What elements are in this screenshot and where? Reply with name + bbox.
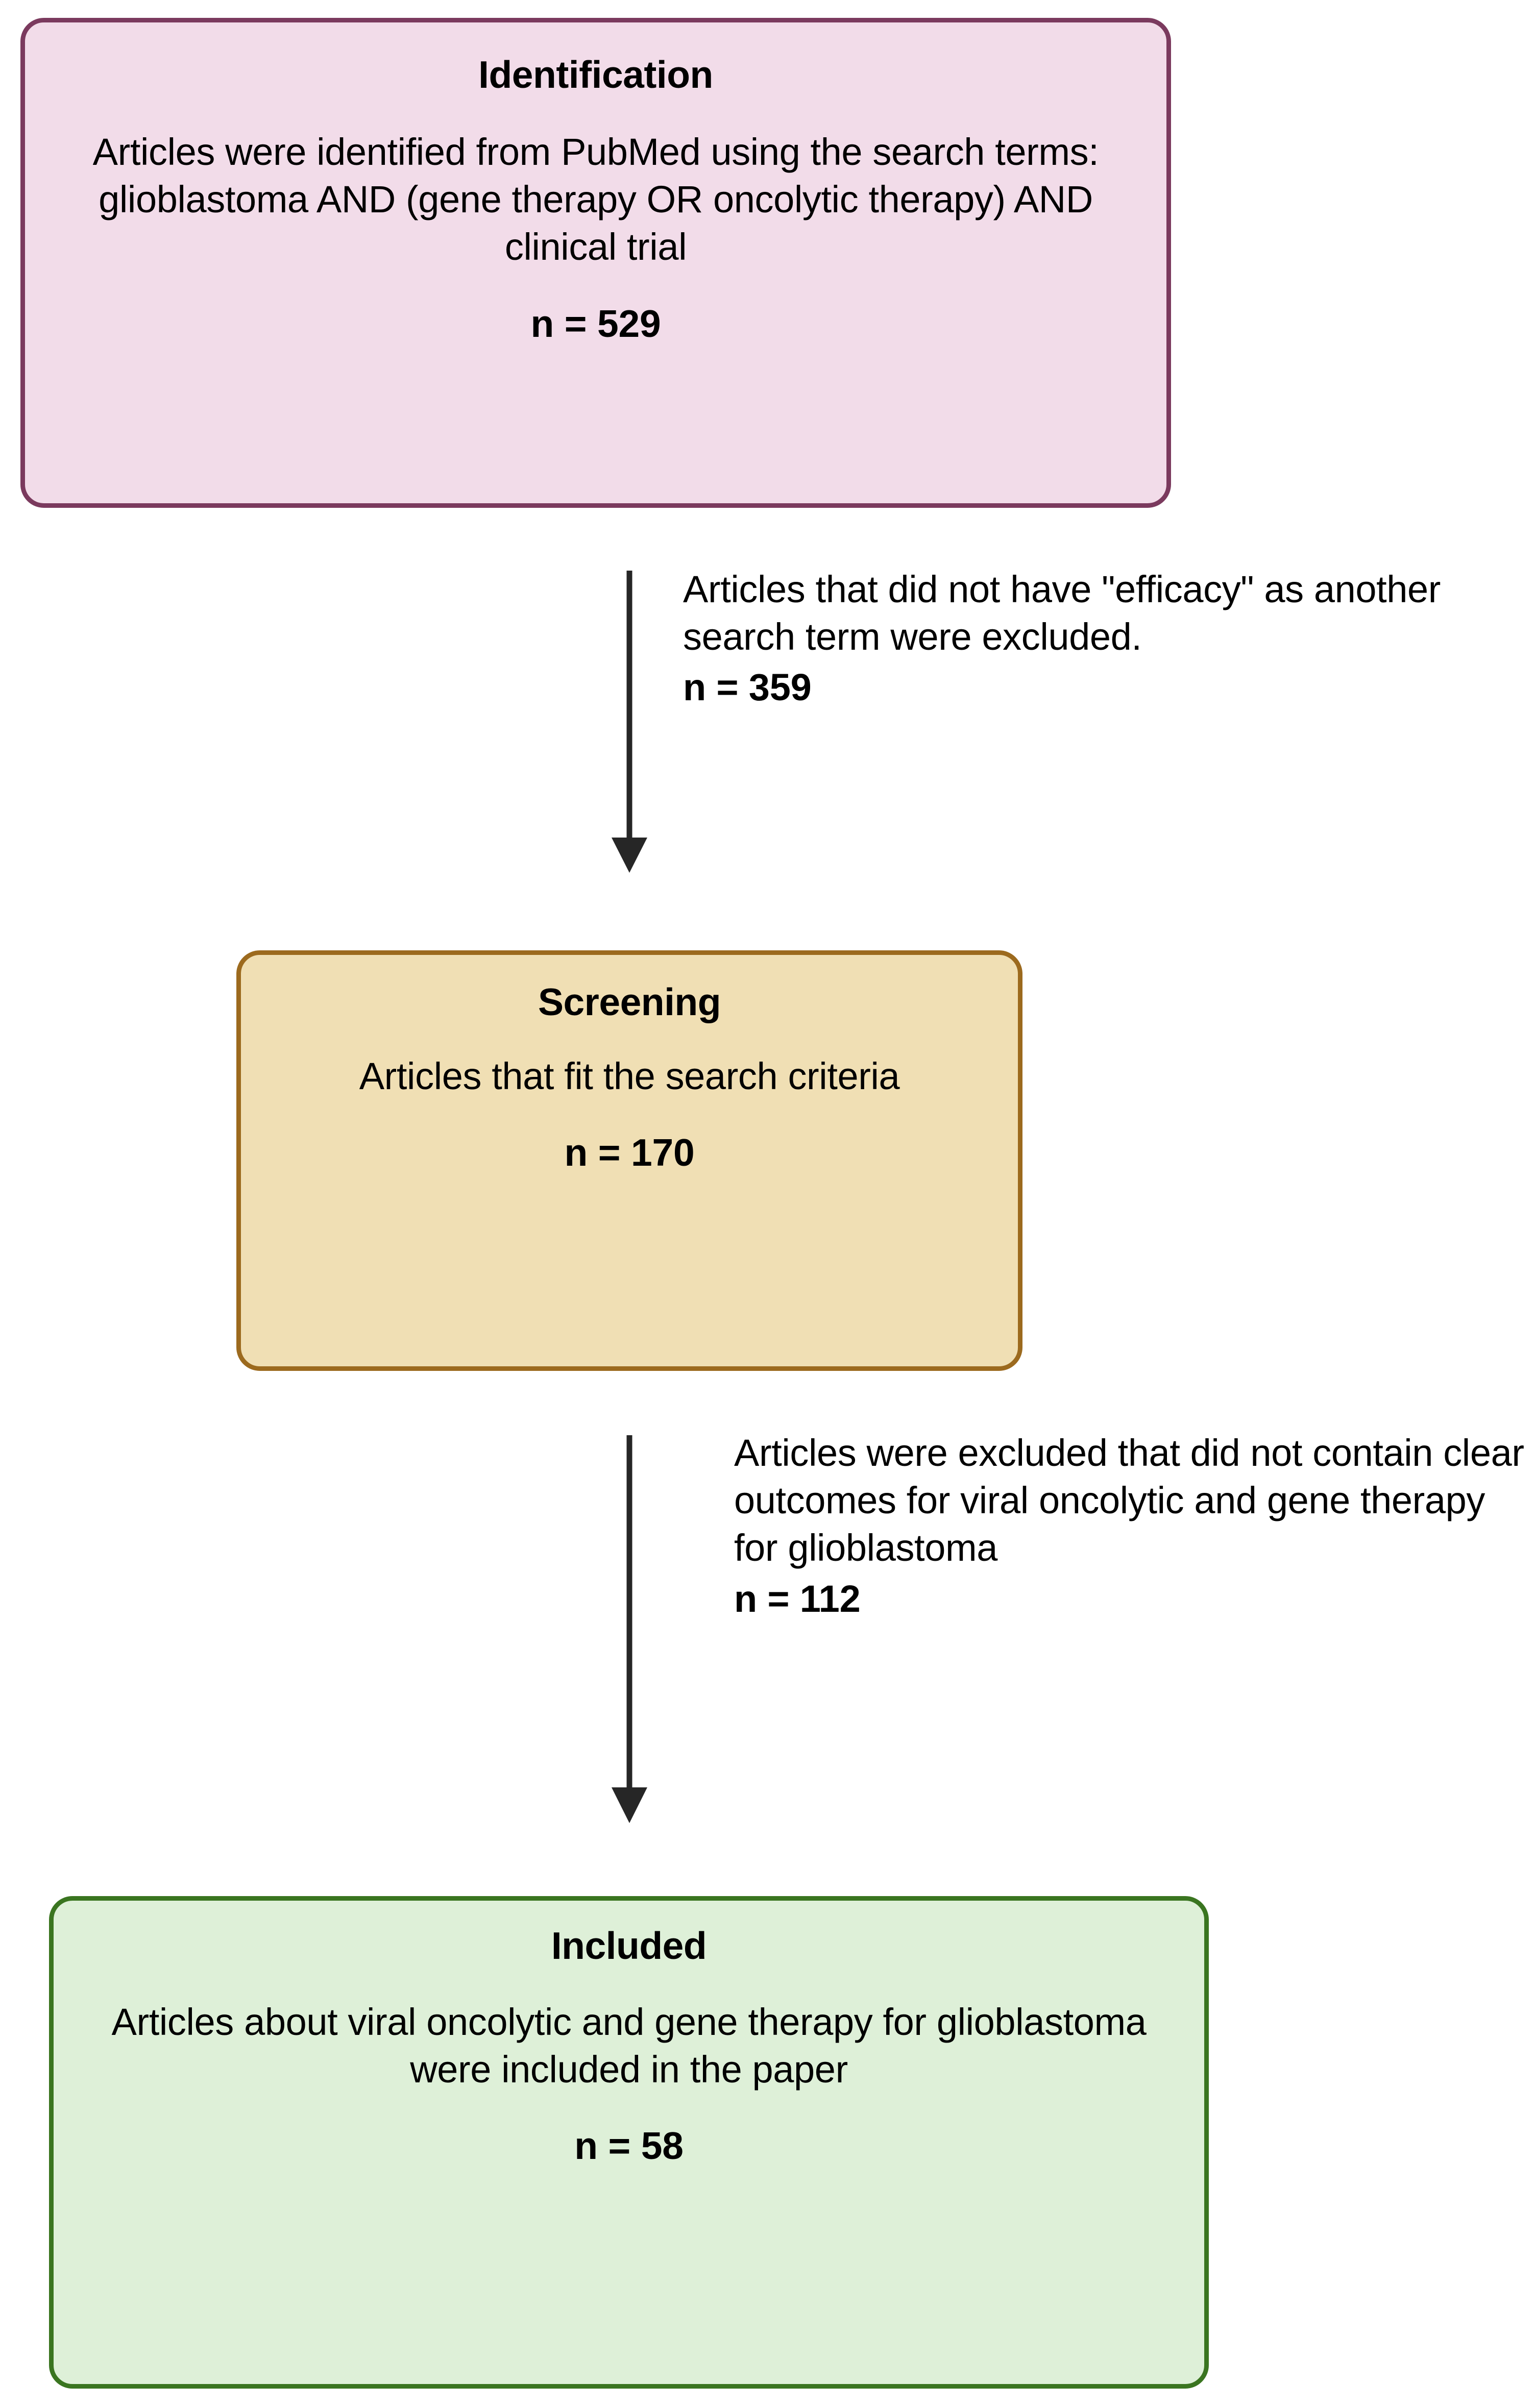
stage-body-included: Articles about viral oncolytic and gene … [111,2001,1147,2091]
stage-box-screening: Screening Articles that fit the search c… [236,950,1022,1371]
transition-note-count: n = 112 [734,1577,861,1620]
stage-box-included: Included Articles about viral oncolytic … [49,1896,1209,2389]
arrow-head-icon [612,838,647,873]
stage-title-identification: Identification [478,53,713,96]
transition-note-count: n = 359 [683,666,812,709]
stage-count-screening: n = 170 [564,1131,695,1174]
flow-arrow-identification-to-screening [612,571,647,873]
transition-note-text: Articles were excluded that did not cont… [734,1432,1524,1569]
stage-count-identification: n = 529 [530,302,661,345]
stage-count-included: n = 58 [574,2124,684,2168]
flow-arrow-screening-to-included [612,1435,647,1823]
transition-note-text: Articles that did not have "efficacy" as… [683,568,1441,658]
transition-note-screening-to-included: Articles were excluded that did not cont… [734,1429,1530,1623]
transition-note-identification-to-screening: Articles that did not have "efficacy" as… [683,566,1535,711]
stage-box-identification: Identification Articles were identified … [20,18,1171,508]
stage-body-screening: Articles that fit the search criteria [359,1055,900,1097]
stage-title-included: Included [551,1924,707,1967]
stage-body-identification: Articles were identified from PubMed usi… [92,131,1099,268]
stage-title-screening: Screening [538,980,721,1023]
arrow-head-icon [612,1787,647,1823]
